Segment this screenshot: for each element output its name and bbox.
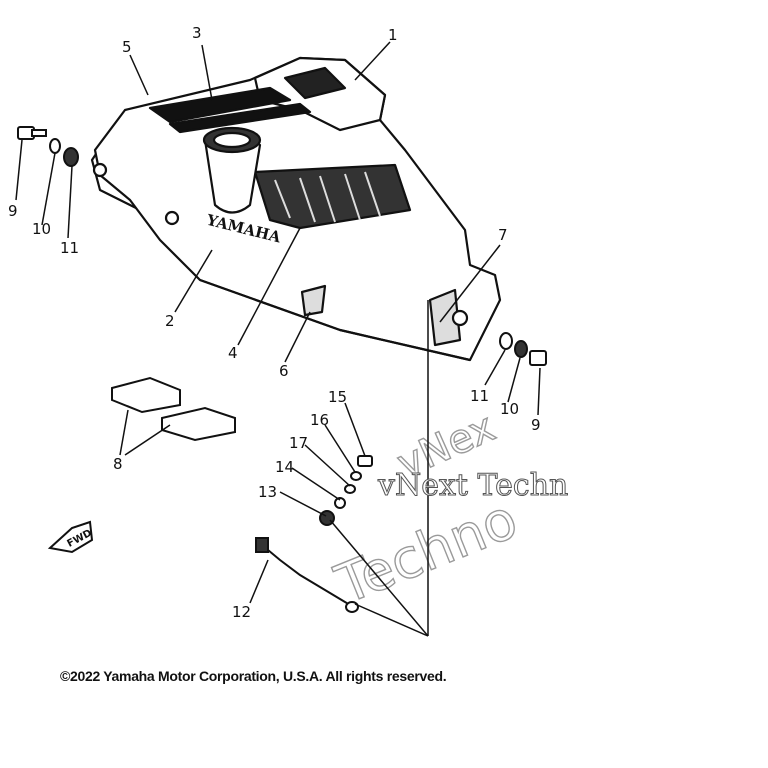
callout-17: 17 [289,434,308,452]
callout-11-right: 11 [470,387,489,405]
leader-lines [15,41,541,637]
callout-14: 14 [275,458,294,476]
callout-8: 8 [113,455,123,473]
callout-6: 6 [279,362,289,380]
callout-9-left: 9 [8,202,18,220]
callout-12: 12 [232,603,251,621]
forward-arrow-icon: FWD [47,520,94,554]
callout-15: 15 [328,388,347,406]
copyright-notice: ©2022 Yamaha Motor Corporation, U.S.A. A… [60,668,447,684]
callout-16: 16 [310,411,329,429]
callout-2: 2 [165,312,175,330]
callout-5: 5 [122,38,132,56]
callout-4: 4 [228,344,238,362]
callout-9-right: 9 [531,416,541,434]
callout-7: 7 [498,226,508,244]
callout-labels: 1 2 3 4 5 6 7 8 9 10 11 11 10 9 12 13 14… [8,24,541,621]
watermark-text: vNext Techn [377,468,568,503]
callout-11-left: 11 [60,239,79,257]
callout-10-left: 10 [32,220,51,238]
engine-hood [90,56,502,362]
callout-3: 3 [192,24,202,42]
callout-10-right: 10 [500,400,519,418]
callout-1: 1 [388,26,398,44]
fasteners [17,126,547,613]
callout-13: 13 [258,483,277,501]
